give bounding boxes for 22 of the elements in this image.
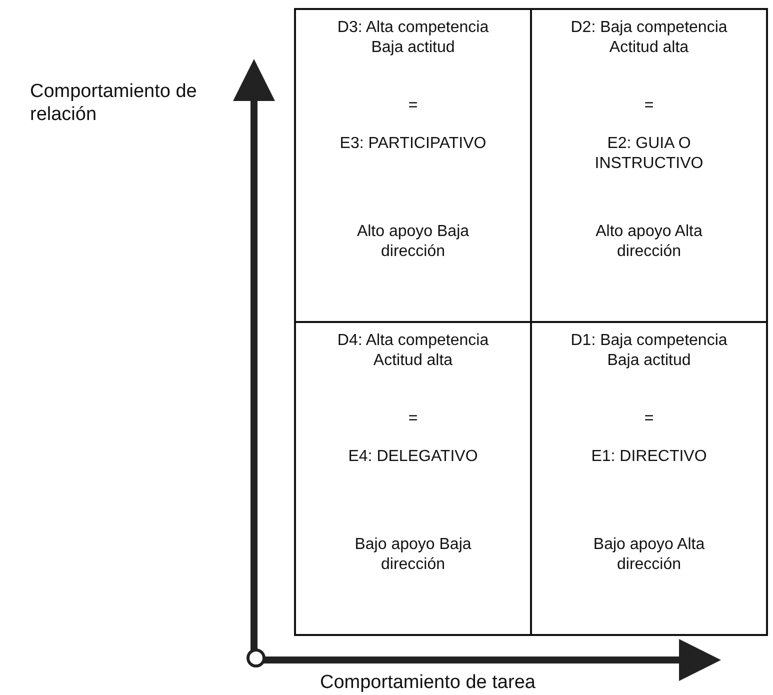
quadrant-cell [294,8,532,323]
competence-attitude-text: D3: Alta competencia Baja actitud [336,18,490,58]
leadership-style-text: E2: GUIA O INSTRUCTIVO [594,134,704,174]
quadrant-cell [530,321,768,636]
axis-label: Comportamiento de relación [30,80,198,126]
axis-label: Comportamiento de tarea [320,671,536,694]
support-direction-text: Bajo apoyo Baja dirección [354,535,472,575]
quadrant-cell [530,8,768,323]
competence-attitude-text: D2: Baja competencia Actitud alta [570,18,728,58]
support-direction-text: Alto apoyo Baja dirección [356,222,470,262]
competence-attitude-text: D4: Alta competencia Actitud alta [336,331,490,371]
support-direction-text: Bajo apoyo Alta dirección [592,535,706,575]
equals-sign: = [407,96,419,116]
leadership-style-text: E3: PARTICIPATIVO [338,134,488,154]
leadership-style-text: E1: DIRECTIVO [590,447,708,467]
competence-attitude-text: D1: Baja competencia Baja actitud [570,331,728,371]
equals-sign: = [643,409,655,429]
quadrant-cell [294,321,532,636]
support-direction-text: Alto apoyo Alta dirección [594,222,704,262]
leadership-style-text: E4: DELEGATIVO [347,447,479,467]
equals-sign: = [643,96,655,116]
equals-sign: = [407,409,419,429]
